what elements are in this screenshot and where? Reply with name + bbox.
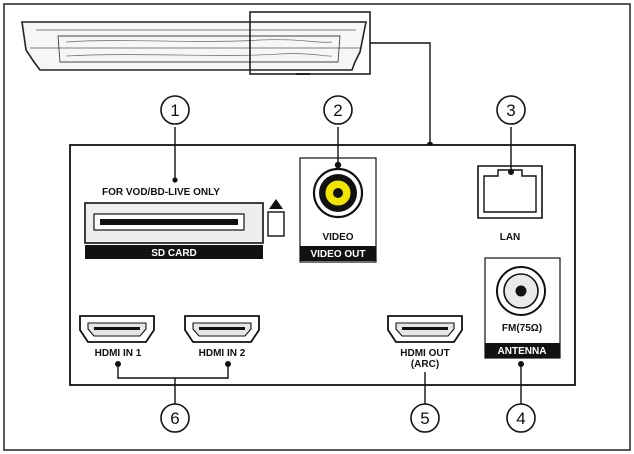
antenna-label-bar [485, 343, 560, 358]
antenna-port: FM(75Ω) ANTENNA [484, 257, 561, 359]
hdmi-in-1-label: HDMI IN 1 [95, 348, 142, 359]
hdmi-in-2-port: HDMI IN 2 [184, 315, 260, 359]
arc-label: (ARC) [411, 359, 439, 370]
fm-label: FM(75Ω) [502, 323, 542, 334]
hdmi-port-icon [79, 315, 155, 343]
lan-label: LAN [500, 232, 521, 243]
coaxial-jack-icon [496, 266, 546, 316]
hdmi-out-label: HDMI OUT [400, 348, 449, 359]
callout-1-number: 1 [170, 101, 179, 120]
rca-jack-icon [312, 167, 364, 219]
eject-icon [267, 199, 285, 237]
sd-card-slot: FOR VOD/BD-LIVE ONLY SD CARD [84, 187, 285, 259]
callout-5: 5 [410, 403, 440, 433]
hdmi-in-2-label: HDMI IN 2 [199, 348, 246, 359]
lan-port: LAN [477, 165, 543, 243]
hdmi-out-port: HDMI OUT (ARC) [387, 315, 463, 370]
callout-dots [115, 161, 524, 367]
sd-note-label: FOR VOD/BD-LIVE ONLY [102, 187, 220, 198]
hdmi-port-icon [184, 315, 260, 343]
callout-4: 4 [506, 403, 536, 433]
callout-6-number: 6 [170, 409, 179, 428]
zoom-leader-line [370, 42, 431, 145]
callout-5-number: 5 [420, 409, 429, 428]
sd-card-label-bar [85, 245, 263, 259]
callout-3-number: 3 [506, 101, 515, 120]
sd-card-label: SD CARD [151, 248, 197, 259]
antenna-label: ANTENNA [498, 346, 547, 357]
device-top-view [21, 11, 371, 75]
hdmi-in-1-port: HDMI IN 1 [79, 315, 155, 359]
callout-3: 3 [496, 95, 526, 125]
callout-4-number: 4 [516, 409, 525, 428]
callout-2-number: 2 [333, 101, 342, 120]
video-out-port: VIDEO VIDEO OUT [299, 157, 377, 263]
ethernet-port-icon [477, 165, 543, 219]
callout-6: 6 [160, 403, 190, 433]
video-out-label: VIDEO OUT [310, 249, 365, 260]
hdmi-port-icon [387, 315, 463, 343]
video-out-label-bar [300, 246, 376, 261]
callout-2: 2 [323, 95, 353, 125]
callout-1: 1 [160, 95, 190, 125]
video-label: VIDEO [322, 232, 353, 243]
callout-lines [117, 127, 522, 404]
